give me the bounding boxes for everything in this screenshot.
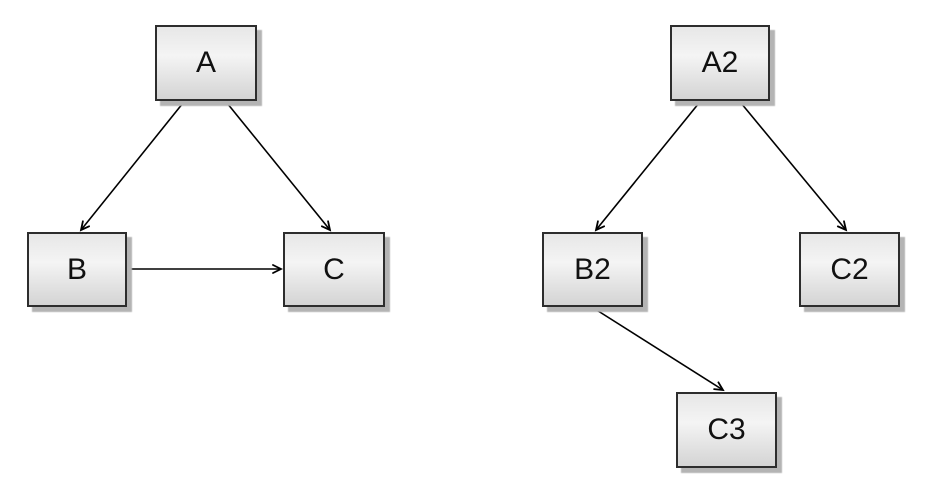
node-A[interactable]: A [155,25,257,101]
node-label: A [195,46,216,79]
edge-A2-C2 [740,102,846,230]
node-B2[interactable]: B2 [542,232,643,307]
node-label: C3 [707,413,746,446]
node-C3[interactable]: C3 [676,392,777,468]
node-C2[interactable]: C2 [799,232,900,307]
edge-A2-B2 [596,102,700,230]
node-label: C [323,252,345,286]
node-label: B [66,252,87,286]
node-C[interactable]: C [283,232,385,307]
node-label: B2 [574,252,611,286]
edge-A-B [81,102,184,230]
edges-group [81,102,846,390]
node-label: C2 [830,252,869,286]
edge-B2-C3 [594,308,723,390]
node-A2[interactable]: A2 [670,25,770,101]
edge-A-C [226,102,330,230]
node-label: A2 [701,46,739,79]
node-B[interactable]: B [27,232,127,307]
